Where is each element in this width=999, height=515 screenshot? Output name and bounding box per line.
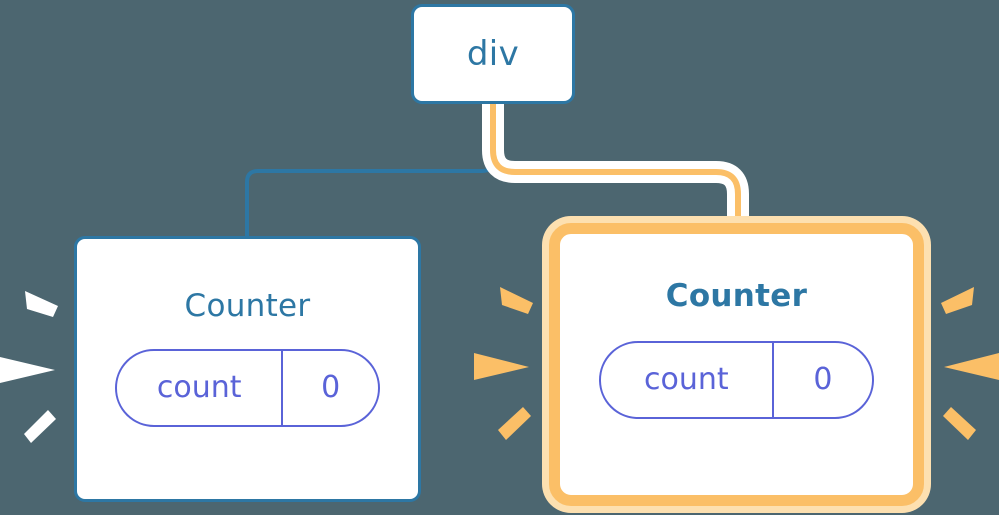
state-pill-value: 0 [321, 370, 341, 405]
node-counter-right-label: Counter [665, 278, 808, 314]
node-div[interactable]: div [411, 4, 575, 104]
edge-div-to-counter-right-halo [482, 104, 749, 228]
node-counter-right[interactable]: Counter count 0 [549, 223, 924, 506]
state-pill-value: 0 [813, 362, 833, 397]
node-div-label: div [466, 34, 520, 74]
edge-div-to-counter-left [245, 102, 495, 238]
state-pill-key: count [117, 351, 284, 425]
edge-div-to-counter-right [490, 104, 741, 228]
state-pill-counter-right[interactable]: count 0 [599, 341, 874, 419]
node-counter-left[interactable]: Counter count 0 [74, 236, 421, 502]
state-pill-key: count [601, 343, 774, 417]
node-counter-left-label: Counter [184, 288, 311, 324]
state-pill-counter-left[interactable]: count 0 [115, 349, 380, 427]
